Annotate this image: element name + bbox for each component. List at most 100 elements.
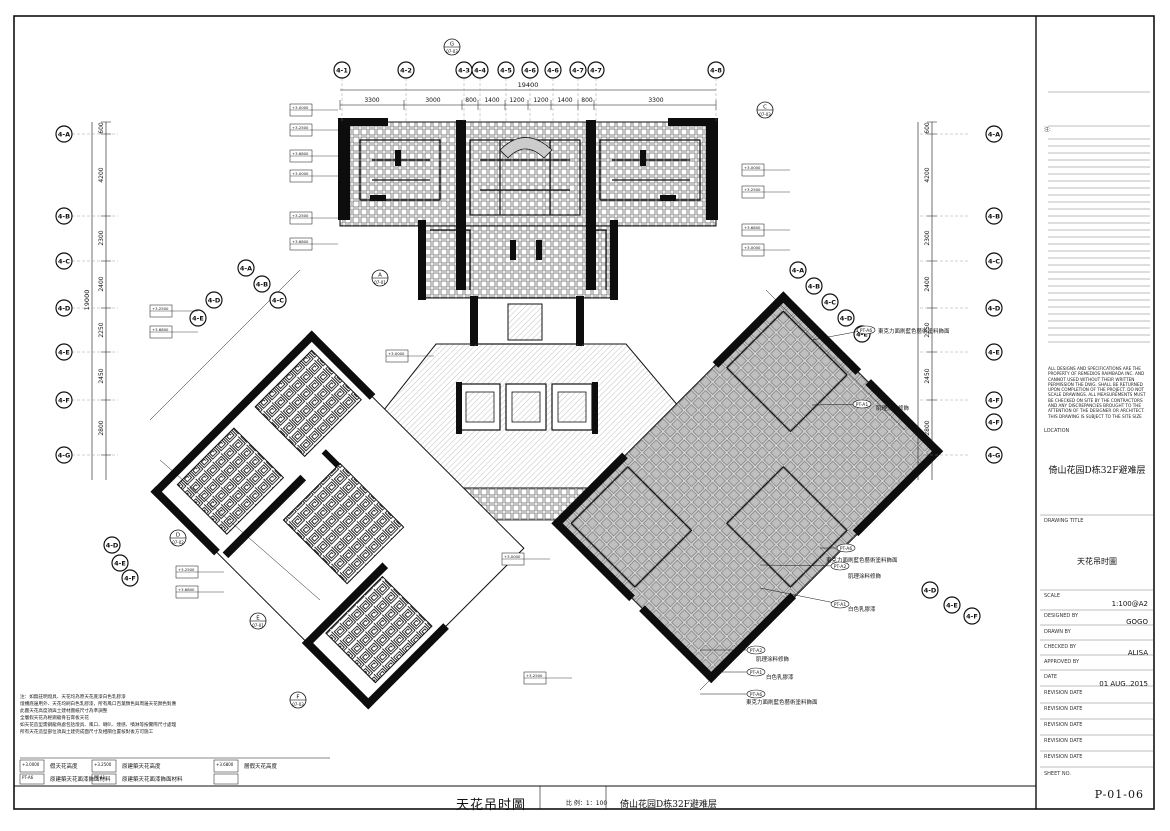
svg-text:4-3: 4-3 [458,67,470,75]
svg-text:F: F [296,695,299,701]
axis-bubble-top: 4-5 [497,61,515,79]
svg-text:+3.6800: +3.6800 [152,327,169,332]
sheet-label: SHEET NO. [1044,771,1071,777]
note-line: 此圖天花高度須與土建材圖紙尺寸為準調整 [20,709,108,714]
legend-label: 層假天花高度 [244,764,278,770]
svg-text:G: G [450,42,454,48]
note-line: 所有天花造型部位須與土建完成面尺寸及相關位置核對後方可施工 [20,730,154,735]
svg-text:4-F: 4-F [966,613,978,621]
svg-text:+3.2500: +3.2500 [526,673,543,678]
legend-label: 原建築天花面漆飾面材料 [50,777,111,783]
svg-text:C: C [763,105,767,111]
axis-bubble-top: 4-6 [521,61,539,79]
svg-text:4-F: 4-F [124,575,136,583]
svg-text:4-G: 4-G [58,452,71,460]
ceiling-height-tag: +3.0000 [741,243,790,257]
legend-code: +3.0000 [22,762,40,767]
axis-bubble-top: 4-4 [471,61,489,79]
svg-text:4-8: 4-8 [710,67,722,75]
approved-label: APPROVED BY [1044,659,1080,665]
axis-bubble-right: 4-C [985,252,1003,270]
project-name: 倚山花园D栋32F避难层 [620,800,717,810]
dimension-value: 2250 [924,322,931,337]
svg-text:07-03: 07-03 [759,112,771,117]
axis-bubble-diagonal: 4-D [205,291,223,309]
axis-bubble-diagonal: 4-B [253,275,271,293]
axis-bubble-left: 4-B [55,207,73,225]
west-wing [150,330,525,710]
svg-text:+3.2500: +3.2500 [292,125,309,130]
svg-text:4-C: 4-C [58,258,70,266]
designed-value: GOGO [1126,618,1148,626]
svg-text:07-01: 07-01 [374,280,386,285]
svg-text:PT-A6: PT-A6 [840,546,853,552]
revision-label: REVISION DATE [1044,738,1083,744]
axis-bubble-right: 4-F [985,413,1003,431]
svg-text:PT-A2: PT-A2 [750,648,763,654]
svg-text:4-1: 4-1 [336,67,348,75]
legend-label: 原建築天花高度 [122,764,161,770]
svg-text:07-01: 07-01 [252,623,264,628]
svg-text:4-D: 4-D [58,305,71,313]
dimension-value: 2400 [98,276,105,291]
section-tag: C07-03 [756,101,774,119]
dimension-value: 3300 [364,97,379,104]
svg-text:+3.0000: +3.0000 [744,245,761,250]
ceiling-height-tag: +3.6800 [149,325,198,339]
axis-bubble-top: 4-3 [455,61,473,79]
svg-text:4-2: 4-2 [400,67,412,75]
dimension-value: 2250 [98,322,105,337]
section-tag: F07-03 [289,691,307,709]
scale-value: 1:100@A2 [1111,600,1148,608]
axis-bubble-top: 4-7 [569,61,587,79]
svg-text:4-D: 4-D [840,315,853,323]
svg-text:4-A: 4-A [792,267,804,275]
revision-label: REVISION DATE [1044,754,1083,760]
svg-text:07-02: 07-02 [172,540,184,545]
axis-bubble-diagonal: 4-F [963,607,981,625]
svg-text:E: E [256,616,260,622]
svg-text:+3.6800: +3.6800 [292,239,309,244]
scale-label: SCALE [1044,593,1061,599]
svg-text:+3.0000: +3.0000 [292,171,309,176]
svg-text:+3.2500: +3.2500 [744,187,761,192]
svg-text:+3.2500: +3.2500 [292,213,309,218]
revision-label: REVISION DATE [1044,690,1083,696]
ceiling-height-tag: +3.6800 [741,223,790,237]
axis-bubble-diagonal: 4-E [943,596,961,614]
svg-text:4-F: 4-F [58,397,70,405]
svg-text:4-A: 4-A [240,265,252,273]
svg-text:4-C: 4-C [272,297,284,305]
svg-text:+3.6800: +3.6800 [178,587,195,592]
axis-bubble-top: 4-8 [707,61,725,79]
project-title: 倚山花园D栋32F避难层 [1048,466,1146,476]
drawing-title-value: 天花吊时圖 [1077,557,1117,566]
title-block: 注: ALL DESIGNS AND SPECIFICATIONS ARE TH… [1040,16,1154,809]
ceiling-height-tag: +3.6800 [289,149,338,163]
axis-bubble-diagonal: 4-E [189,309,207,327]
ceiling-height-tag: +3.2500 [289,123,338,137]
svg-text:+3.6800: +3.6800 [292,151,309,156]
svg-text:07-03: 07-03 [292,702,304,707]
dimension-value: 2300 [98,230,105,245]
svg-text:4-D: 4-D [106,542,119,550]
sheet-number: P-01-06 [1094,788,1144,801]
axis-bubble-left: 4-A [55,125,73,143]
svg-text:4-C: 4-C [988,258,1000,266]
svg-text:4-B: 4-B [58,213,70,221]
axis-bubble-right: 4-D [985,299,1003,317]
svg-text:D: D [176,533,180,539]
dimension-value: 2400 [924,276,931,291]
svg-text:4-D: 4-D [924,587,937,595]
section-tag: E07-01 [249,612,267,630]
svg-text:4-F: 4-F [988,397,1000,405]
ceiling-height-tag: +3.2500 [741,185,790,199]
date-label: DATE [1044,674,1058,680]
drawing-title-label: DRAWING TITLE [1044,518,1084,524]
